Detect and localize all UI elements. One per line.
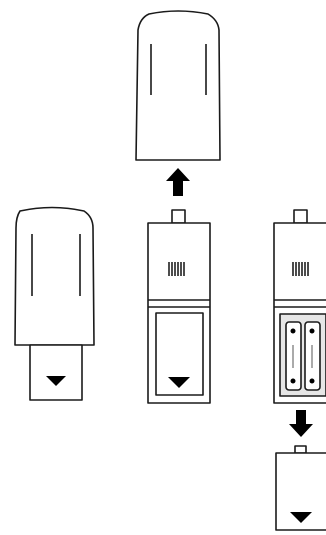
device-with-cap xyxy=(14,206,95,401)
battery-cover-removed xyxy=(275,445,326,531)
terminal xyxy=(309,328,315,334)
cover-tab xyxy=(294,445,307,454)
terminal xyxy=(290,328,296,334)
vent-slots xyxy=(292,262,309,276)
device-cover-closed xyxy=(147,209,211,404)
device-cap xyxy=(14,206,95,346)
protective-cap-removed xyxy=(135,10,221,161)
antenna-nub xyxy=(293,209,308,224)
cap-outline xyxy=(135,10,221,161)
arrow-down-icon xyxy=(289,410,313,437)
vent-slots xyxy=(168,262,185,276)
triangle-down-icon xyxy=(168,377,190,388)
triangle-down-icon xyxy=(290,512,312,523)
terminal xyxy=(290,378,296,384)
terminal xyxy=(309,378,315,384)
cover-outline xyxy=(275,452,326,531)
triangle-down-icon xyxy=(46,376,66,386)
device-base xyxy=(29,344,83,401)
battery-compartment xyxy=(279,313,326,397)
antenna-nub xyxy=(171,209,186,224)
device-cover-open xyxy=(273,209,326,404)
arrow-up-icon xyxy=(166,168,190,196)
